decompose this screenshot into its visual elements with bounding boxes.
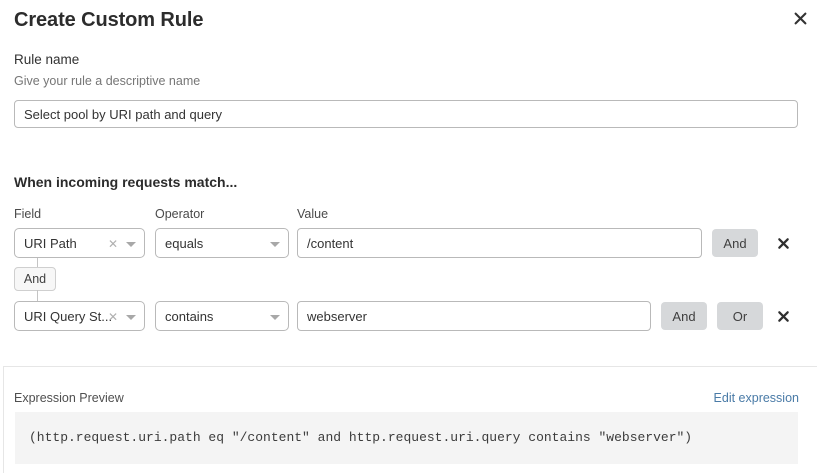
column-header-field: Field (14, 207, 42, 221)
value-input-1[interactable] (297, 301, 651, 331)
column-header-operator: Operator (155, 207, 205, 221)
and-button-1[interactable]: And (661, 302, 707, 330)
and-button-0[interactable]: And (712, 229, 758, 257)
expression-preview-box: (http.request.uri.path eq "/content" and… (15, 412, 798, 464)
operator-select-value: contains (165, 309, 214, 324)
chevron-down-icon[interactable] (270, 242, 280, 247)
clear-icon[interactable]: ✕ (107, 237, 118, 251)
delete-condition-button-0[interactable] (772, 228, 794, 258)
field-select-value: URI Path (24, 236, 77, 251)
rule-name-label: Rule name (14, 52, 80, 67)
group-connector-and-chip[interactable]: And (14, 267, 56, 291)
value-input-0[interactable] (297, 228, 702, 258)
close-icon[interactable] (788, 6, 812, 30)
condition-connector-line-lower (37, 290, 38, 301)
or-button-1[interactable]: Or (717, 302, 763, 330)
condition-row: URI Query St... ✕ contains And Or (0, 301, 820, 331)
chevron-down-icon[interactable] (126, 242, 136, 247)
edit-expression-link[interactable]: Edit expression (713, 391, 799, 405)
expression-text: (http.request.uri.path eq "/content" and… (29, 430, 693, 445)
condition-connector-line-upper (37, 258, 38, 269)
delete-condition-button-1[interactable] (772, 301, 794, 331)
column-header-value: Value (297, 207, 329, 221)
chevron-down-icon[interactable] (270, 315, 280, 320)
field-select-1[interactable]: URI Query St... ✕ (14, 301, 145, 331)
field-select-value: URI Query St... (24, 309, 113, 324)
condition-row: URI Path ✕ equals And (0, 228, 820, 258)
clear-icon[interactable]: ✕ (107, 310, 118, 324)
conditions-heading: When incoming requests match... (14, 174, 238, 190)
page-title: Create Custom Rule (14, 9, 204, 31)
expression-preview-label: Expression Preview (14, 391, 124, 405)
operator-select-0[interactable]: equals (155, 228, 289, 258)
field-select-0[interactable]: URI Path ✕ (14, 228, 145, 258)
rule-name-help-text: Give your rule a descriptive name (14, 74, 201, 88)
rule-name-input[interactable] (14, 100, 798, 128)
operator-select-value: equals (165, 236, 204, 251)
chevron-down-icon[interactable] (126, 315, 136, 320)
operator-select-1[interactable]: contains (155, 301, 289, 331)
